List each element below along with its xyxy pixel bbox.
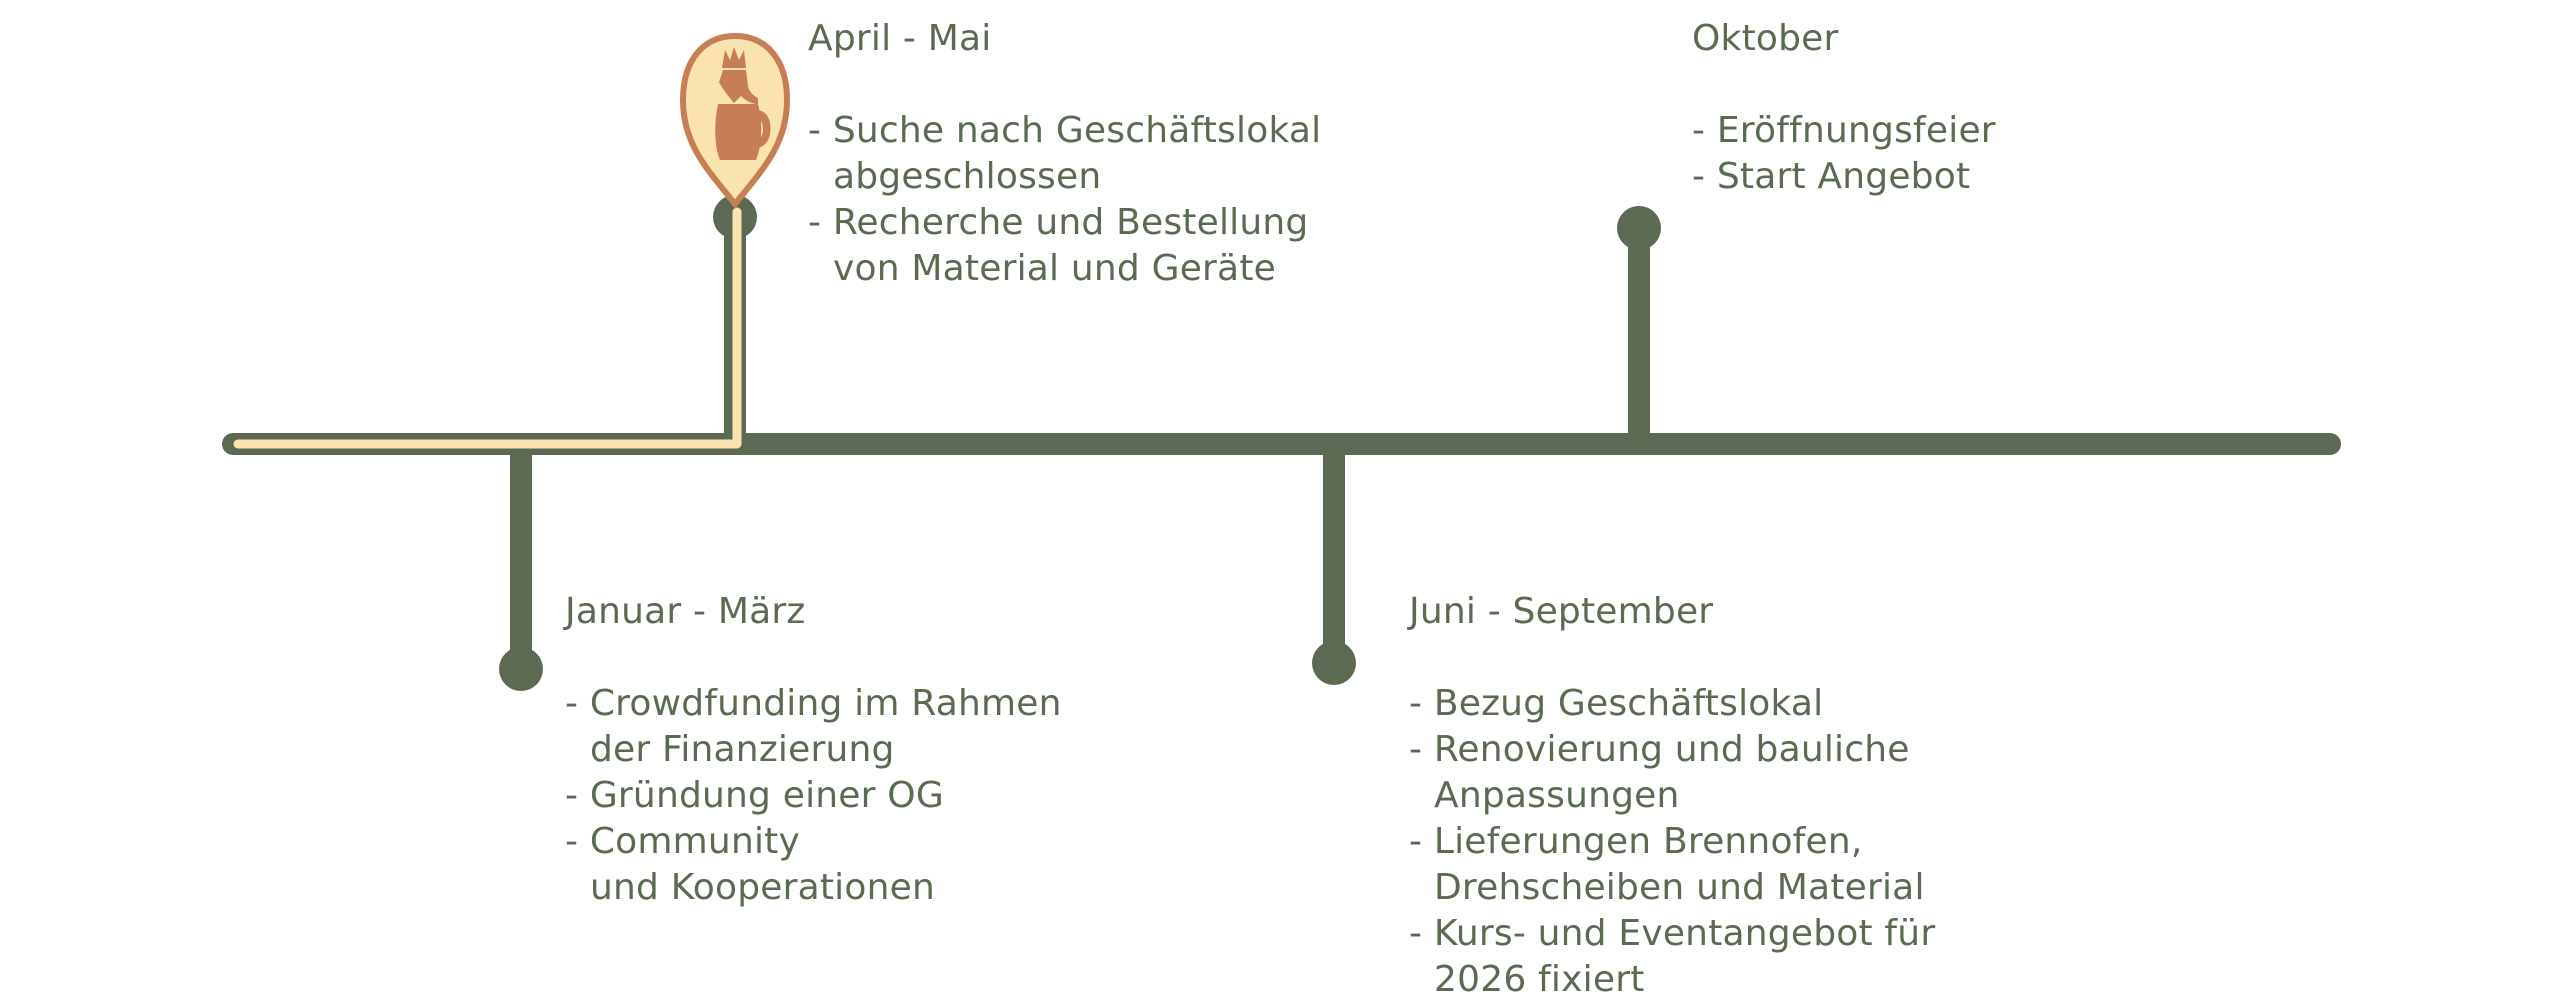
task-line: - Recherche und Bestellung (808, 202, 1309, 243)
milestone-oktober: Oktober - Eröffnungsfeier - Start Angebo… (1692, 16, 1996, 200)
milestone-period: Oktober (1692, 18, 1839, 59)
task-line: Drehscheiben und Material (1434, 867, 1925, 908)
node-oktober (1617, 206, 1661, 250)
current-position-pin (679, 32, 791, 209)
task-line: 2026 fixiert (1434, 959, 1645, 1000)
milestone-juni-september: Juni - September - Bezug Geschäftslokal … (1409, 589, 1935, 1003)
task-line: - Community (565, 821, 800, 862)
milestone-task: - Recherche und Bestellung von Material … (808, 200, 1321, 292)
task-line: - Bezug Geschäftslokal (1409, 683, 1824, 724)
task-line: der Finanzierung (590, 729, 895, 770)
milestone-task: - Crowdfunding im Rahmen der Finanzierun… (565, 681, 1062, 773)
task-line: Anpassungen (1434, 775, 1680, 816)
node-juni-september (1312, 641, 1356, 685)
milestone-task: - Gründung einer OG (565, 773, 1062, 819)
task-line: - Crowdfunding im Rahmen (565, 683, 1062, 724)
milestone-task: - Suche nach Geschäftslokal abgeschlosse… (808, 108, 1321, 200)
milestone-task: - Kurs- und Eventangebot für 2026 fixier… (1409, 911, 1935, 1003)
milestone-task-list: - Crowdfunding im Rahmen der Finanzierun… (565, 681, 1062, 911)
milestone-period: April - Mai (808, 18, 992, 59)
milestone-task: - Eröffnungsfeier (1692, 108, 1996, 154)
milestone-januar-maerz: Januar - März - Crowdfunding im Rahmen d… (565, 589, 1062, 911)
milestone-task: - Renovierung und bauliche Anpassungen (1409, 727, 1935, 819)
task-line: - Gründung einer OG (565, 775, 944, 816)
task-line: - Renovierung und bauliche (1409, 729, 1910, 770)
task-line: und Kooperationen (590, 867, 935, 908)
jug-with-crown-icon (715, 47, 771, 160)
milestone-period: Juni - September (1409, 591, 1714, 632)
milestone-task: - Bezug Geschäftslokal (1409, 681, 1935, 727)
milestone-task-list: - Suche nach Geschäftslokal abgeschlosse… (808, 108, 1321, 292)
milestone-task-list: - Eröffnungsfeier - Start Angebot (1692, 108, 1996, 200)
node-januar-maerz (499, 647, 543, 691)
progress-line (233, 207, 742, 449)
task-line: abgeschlossen (833, 156, 1102, 197)
task-line: - Suche nach Geschäftslokal (808, 110, 1322, 151)
task-line: - Start Angebot (1692, 156, 1971, 197)
milestone-task-list: - Bezug Geschäftslokal - Renovierung und… (1409, 681, 1935, 1003)
task-line: - Kurs- und Eventangebot für (1409, 913, 1936, 954)
task-line: - Eröffnungsfeier (1692, 110, 1996, 151)
milestone-april-mai: April - Mai - Suche nach Geschäftslokal … (808, 16, 1321, 292)
milestone-task: - Lieferungen Brennofen, Drehscheiben un… (1409, 819, 1935, 911)
milestone-task: - Community und Kooperationen (565, 819, 1062, 911)
task-line: - Lieferungen Brennofen, (1409, 821, 1863, 862)
milestone-task: - Start Angebot (1692, 154, 1996, 200)
task-line: von Material und Geräte (833, 248, 1276, 289)
milestone-period: Januar - März (565, 591, 806, 632)
